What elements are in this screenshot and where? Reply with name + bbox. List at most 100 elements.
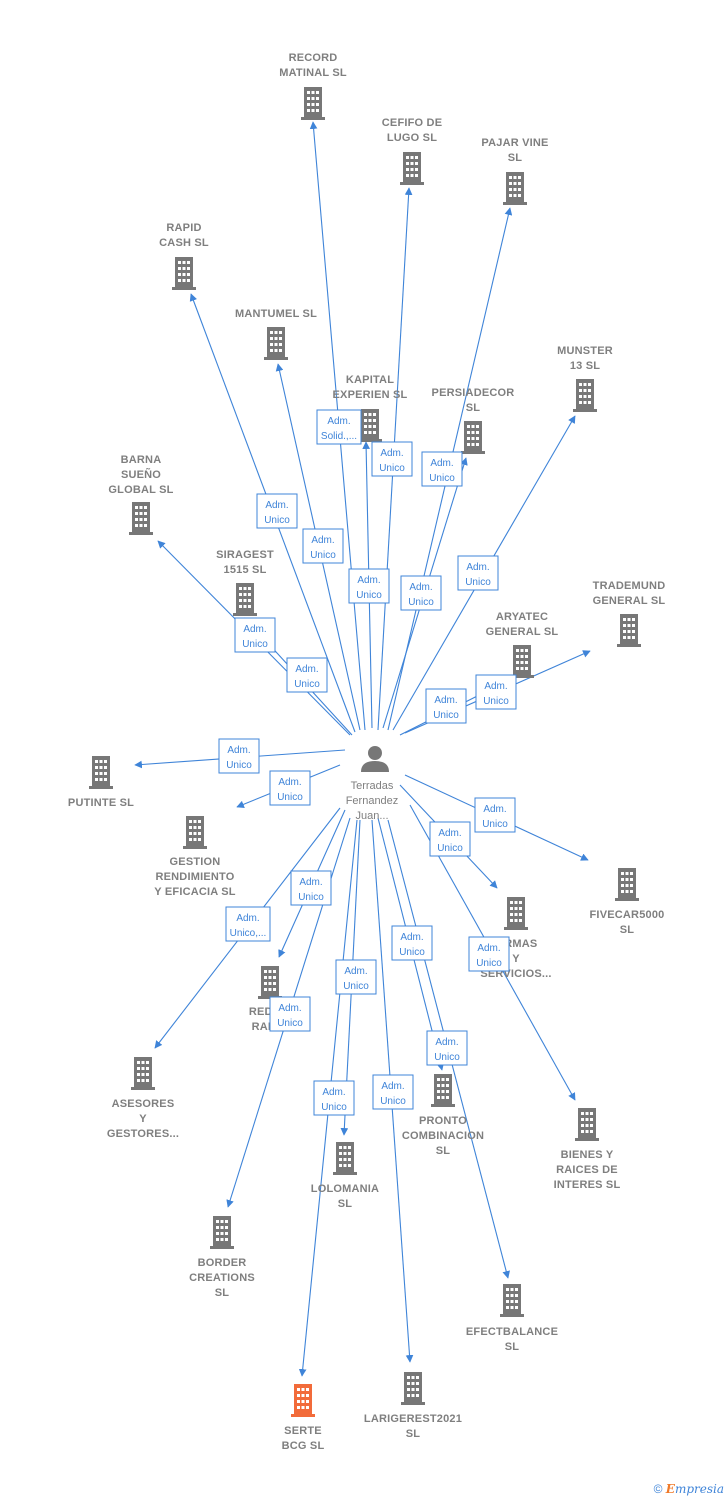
company-name-line: SL bbox=[436, 1145, 451, 1157]
company-name-line: LUGO SL bbox=[387, 132, 437, 144]
role-label-record[interactable]: Adm.Unico bbox=[348, 568, 390, 604]
building-icon bbox=[89, 756, 113, 789]
company-name-line: Y bbox=[512, 953, 520, 965]
role-text: Unico bbox=[437, 843, 463, 854]
role-text: Unico bbox=[264, 515, 290, 526]
role-text: Unico bbox=[429, 473, 455, 484]
role-text: Unico bbox=[321, 1102, 347, 1113]
company-name-line: LOLOMANIA bbox=[311, 1183, 379, 1195]
role-label-cefifo[interactable]: Adm.Unico bbox=[371, 441, 413, 477]
role-text: Adm. bbox=[227, 745, 250, 756]
role-label-putinte[interactable]: Adm.Unico bbox=[218, 738, 260, 774]
role-label-persiadecor[interactable]: Adm.Unico bbox=[421, 451, 463, 487]
company-name-line: EFECTBALANCE bbox=[466, 1326, 558, 1338]
role-text: Unico bbox=[465, 577, 491, 588]
company-name-line: GLOBAL SL bbox=[108, 484, 173, 496]
role-label-lolomania[interactable]: Adm.Unico bbox=[335, 959, 377, 995]
company-node-putinte[interactable]: PUTINTE SL bbox=[68, 756, 134, 809]
building-icon bbox=[129, 502, 153, 535]
role-text: Adm. bbox=[236, 913, 259, 924]
company-name-line: CASH SL bbox=[159, 237, 209, 249]
building-icon bbox=[401, 1372, 425, 1405]
center-person[interactable]: Terradas Fernandez Juan... bbox=[346, 746, 399, 822]
role-label-pajar[interactable]: Adm.Unico bbox=[400, 575, 442, 611]
role-label-trademund[interactable]: Adm.Unico bbox=[475, 674, 517, 710]
role-label-larigerest[interactable]: Adm.Unico bbox=[372, 1074, 414, 1110]
role-text: Unico bbox=[399, 947, 425, 958]
company-name-line: GESTORES... bbox=[107, 1128, 179, 1140]
role-label-fivecar[interactable]: Adm. Unico bbox=[474, 797, 516, 833]
role-label-redo[interactable]: Adm.Unico bbox=[290, 870, 332, 906]
company-name-line: SIRAGEST bbox=[216, 549, 274, 561]
building-icon bbox=[615, 868, 639, 901]
building-icon bbox=[503, 172, 527, 205]
role-text: Adm. bbox=[477, 943, 500, 954]
role-label-serte[interactable]: Adm.Unico bbox=[313, 1080, 355, 1116]
role-label-munster[interactable]: Adm.Unico bbox=[457, 555, 499, 591]
role-label-asesores[interactable]: Adm. Unico,... bbox=[225, 906, 271, 942]
building-icon bbox=[131, 1057, 155, 1090]
role-label-kapital[interactable]: Adm.Solid.,... bbox=[316, 409, 362, 445]
company-node-efectbalance[interactable]: EFECTBALANCE SL bbox=[466, 1284, 558, 1353]
role-label-formas[interactable]: Adm. Unico bbox=[429, 821, 471, 857]
company-node-asesores[interactable]: ASESORESYGESTORES... bbox=[107, 1057, 179, 1140]
company-name-line: GENERAL SL bbox=[593, 595, 666, 607]
building-icon bbox=[510, 645, 534, 678]
role-label-border[interactable]: Adm.Unico bbox=[269, 996, 311, 1032]
company-name-line: BORDER bbox=[198, 1257, 247, 1269]
role-label-siragest[interactable]: Adm.Unico bbox=[286, 657, 328, 693]
company-name-line: BIENES Y bbox=[561, 1149, 614, 1161]
role-label-gestion[interactable]: Adm.Unico bbox=[269, 770, 311, 806]
role-label-rapid[interactable]: Adm. Unico bbox=[256, 493, 298, 529]
role-text: Adm. bbox=[265, 500, 288, 511]
role-text: Unico bbox=[482, 819, 508, 830]
building-icon bbox=[461, 421, 485, 454]
building-icon bbox=[358, 409, 382, 442]
role-text: Unico,... bbox=[230, 928, 267, 939]
company-name-line: SL bbox=[508, 152, 523, 164]
role-text: Unico bbox=[343, 981, 369, 992]
building-icon bbox=[233, 583, 257, 616]
role-label-aryatec[interactable]: Adm.Unico bbox=[425, 688, 467, 724]
role-label-barna[interactable]: Adm.Unico bbox=[234, 617, 276, 653]
role-text: Adm. bbox=[438, 828, 461, 839]
company-name-line: SL bbox=[505, 1341, 520, 1353]
role-label-pronto[interactable]: Adm.Unico bbox=[426, 1030, 468, 1066]
company-name-line: PRONTO bbox=[419, 1115, 467, 1127]
company-name-line: MUNSTER bbox=[557, 345, 613, 357]
company-name-line: RAICES DE bbox=[556, 1164, 618, 1176]
company-name-line: KAPITAL bbox=[346, 374, 394, 386]
footer-brand: © Empresia bbox=[654, 1482, 724, 1496]
building-icon bbox=[258, 966, 282, 999]
building-icon bbox=[504, 897, 528, 930]
company-node-mantumel[interactable]: MANTUMEL SL bbox=[235, 308, 317, 360]
role-label-efectbalance[interactable]: Adm.Unico bbox=[391, 925, 433, 961]
role-text: Adm. bbox=[483, 804, 506, 815]
role-text: Unico bbox=[242, 639, 268, 650]
role-text: Unico bbox=[380, 1096, 406, 1107]
role-label-mantumel[interactable]: Adm.Unico bbox=[302, 528, 344, 564]
role-text: Unico bbox=[433, 710, 459, 721]
role-label-bienes[interactable]: Adm.Unico bbox=[468, 936, 510, 972]
role-text: Adm. bbox=[278, 777, 301, 788]
building-icon bbox=[183, 816, 207, 849]
